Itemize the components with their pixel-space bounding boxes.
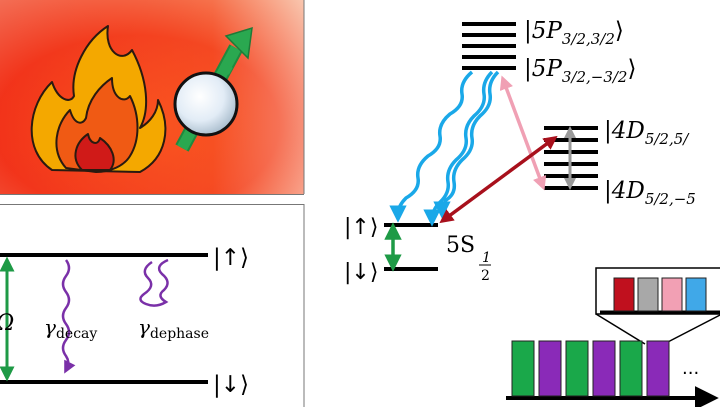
sequence-pulse-bar: [565, 340, 589, 397]
p-manifold: [462, 22, 516, 70]
rabi-label: Ω: [0, 311, 14, 336]
zoom-pulse-bar: [685, 277, 707, 312]
dephase-label: γdephase: [138, 315, 209, 342]
spin-sphere: [173, 71, 239, 137]
p-upper-suffix: ⟩: [615, 18, 624, 44]
d-upper-sub: 5/2,5/: [645, 130, 690, 148]
d-upper-label: |4D5/2,5/: [604, 118, 690, 148]
atom-level-diagram: |5P3/2,3/2⟩ |5P3/2,−3/2⟩ |4D5/2,5/ |4D5/…: [344, 18, 696, 285]
pulse-sequence: ...: [506, 267, 720, 407]
p-lower-label: |5P3/2,−3/2⟩: [524, 56, 636, 86]
lower-state-label: |↓⟩: [213, 372, 249, 398]
panel-gap: [0, 194, 304, 202]
zoom-pulse-bar: [661, 277, 683, 312]
decay-gamma: γ: [44, 315, 56, 339]
d-lower-label: |4D5/2,−5: [604, 178, 696, 208]
zoom-bars: [613, 277, 707, 312]
zoom-pulse-bar: [613, 277, 635, 312]
red-coupling-arrow: [439, 135, 558, 224]
sequence-pulse-bar: [646, 340, 670, 397]
s-num: 1: [482, 250, 491, 266]
p-lower-sub: 3/2,−3/2: [562, 68, 628, 86]
main-bars: [511, 340, 670, 397]
zoom-pulse-bar: [637, 277, 659, 312]
dephase-wave: [139, 258, 169, 307]
two-level-panel: |↑⟩ |↓⟩ Ω γdecay γdephase: [0, 204, 305, 407]
zoom-line-left: [595, 313, 646, 345]
sequence-pulse-bar: [511, 340, 535, 397]
sequence-pulse-bar: [592, 340, 616, 397]
p-upper-label: |5P3/2,3/2⟩: [524, 18, 624, 48]
s-level-label: 5S: [446, 233, 475, 258]
spin-arrow-icon: [173, 26, 253, 152]
decay-wave-cyan-3: [433, 70, 500, 219]
p-lower-prefix: |5P: [524, 56, 562, 82]
d-upper-prefix: |4D: [604, 118, 645, 144]
zoom-line-right: [663, 314, 720, 345]
d-lower-sub: 5/2,−5: [645, 190, 696, 208]
decay-sub: decay: [56, 326, 97, 342]
decay-wave-cyan-1: [389, 70, 474, 223]
sequence-ellipsis: ...: [682, 358, 699, 379]
fire-icon: [30, 25, 167, 173]
dephase-sub: dephase: [150, 326, 209, 342]
d-lower-prefix: |4D: [604, 178, 645, 204]
pink-coupling-arrow: [499, 75, 547, 191]
ground-down-label: |↓⟩: [344, 260, 378, 285]
s-den: 2: [481, 268, 490, 284]
dephase-gamma: γ: [138, 315, 150, 339]
ground-up-label: |↑⟩: [344, 215, 378, 240]
upper-state-label: |↑⟩: [213, 245, 249, 271]
sequence-pulse-bar: [619, 340, 643, 397]
hot-panel: [0, 0, 305, 202]
decay-label: γdecay: [44, 315, 97, 342]
decay-wave: [61, 259, 76, 374]
sequence-pulse-bar: [538, 340, 562, 397]
p-upper-sub: 3/2,3/2: [562, 30, 615, 48]
p-upper-prefix: |5P: [524, 18, 562, 44]
p-lower-suffix: ⟩: [627, 56, 636, 82]
